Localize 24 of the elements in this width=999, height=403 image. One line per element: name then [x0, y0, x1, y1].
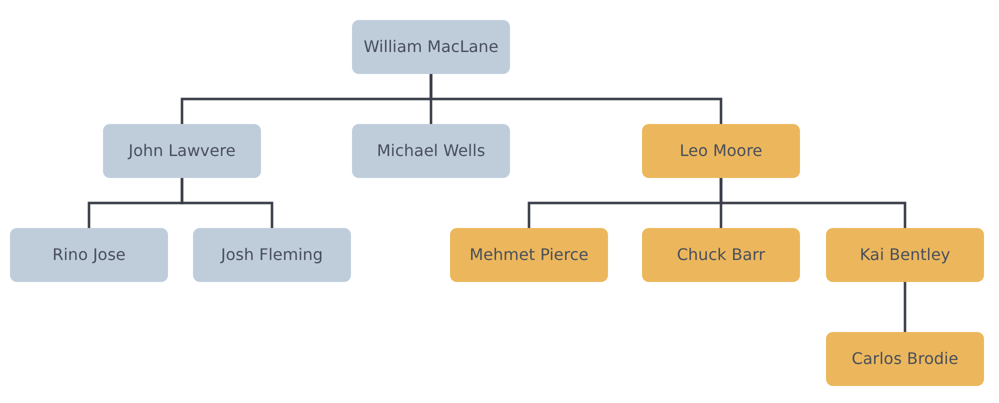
person-name: Leo Moore [680, 141, 762, 161]
person-name: Chuck Barr [676, 245, 766, 265]
person-name: Kai Bentley [860, 245, 950, 265]
connector-line [180, 178, 274, 228]
person-box [826, 228, 984, 282]
person-name: John Lawvere [128, 141, 236, 161]
person-name: Carlos Brodie [852, 349, 958, 369]
person-box [642, 124, 800, 178]
person-box [103, 124, 261, 178]
connector-line [430, 74, 722, 124]
person-name: Michael Wells [376, 141, 486, 161]
person-name: Josh Fleming [221, 245, 323, 265]
person-box [450, 228, 608, 282]
person-box [352, 20, 510, 74]
person-box [10, 228, 168, 282]
person-name: Mehmet Pierce [469, 245, 589, 265]
person-box [352, 124, 510, 178]
person-box [193, 228, 351, 282]
person-box [642, 228, 800, 282]
connector-line [720, 178, 906, 228]
person-box [826, 332, 984, 386]
connector-line [904, 282, 906, 332]
person-name: Rino Jose [52, 245, 126, 265]
person-name: William MacLane [364, 37, 498, 57]
